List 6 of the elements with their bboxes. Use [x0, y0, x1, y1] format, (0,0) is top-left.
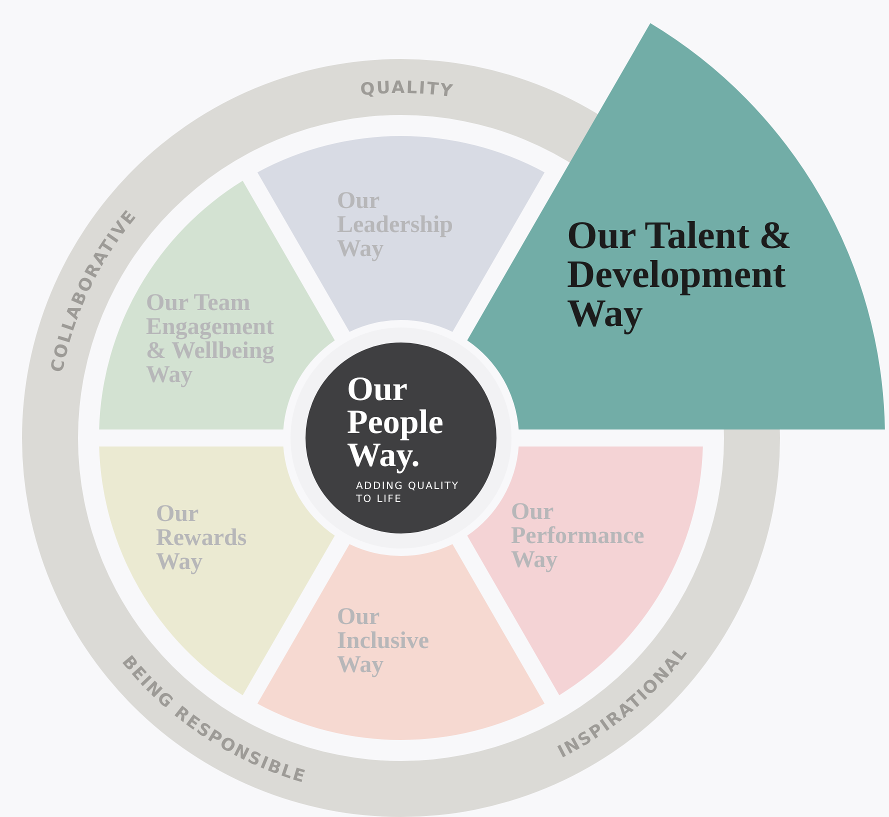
ring-label: QUALITY — [360, 78, 455, 102]
segment-title: Our Talent & Development Way — [567, 216, 793, 333]
center-title: Our People Way. — [347, 373, 444, 472]
tagline: ADDING QUALITY TO LIFE — [356, 480, 460, 506]
segment-title: Our Performance Way — [511, 500, 646, 572]
segment-title: Our Inclusive Way — [337, 605, 430, 677]
